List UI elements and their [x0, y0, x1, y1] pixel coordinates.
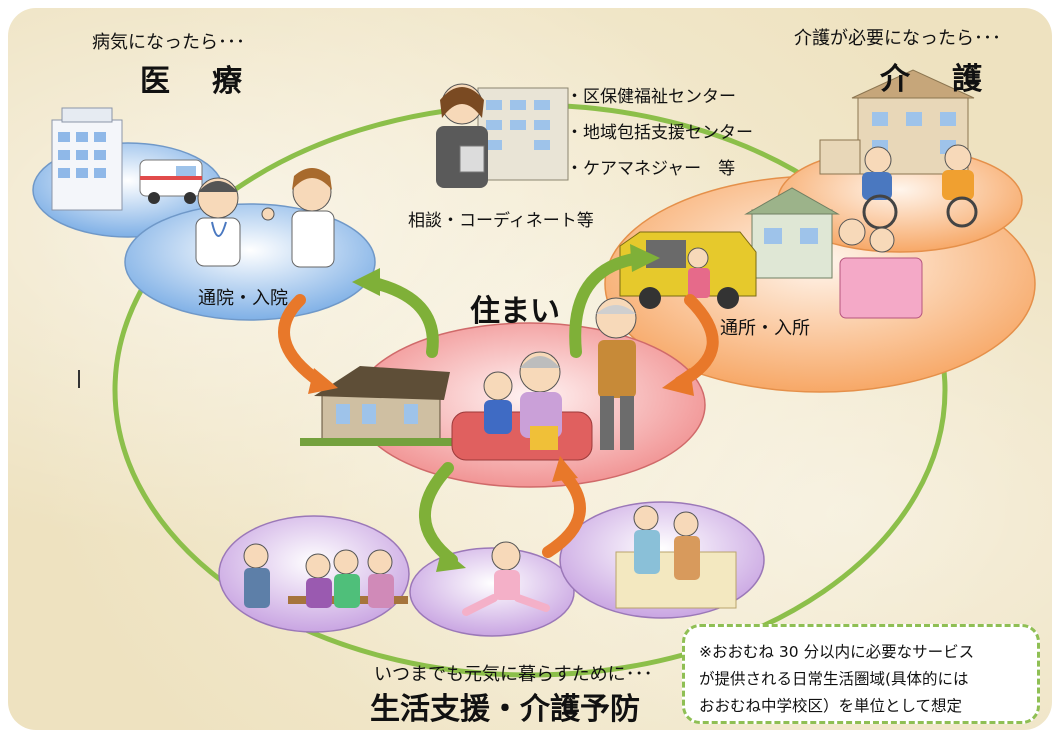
seniors-bench-illustration: [243, 543, 408, 608]
consult-item: ・ケアマネジャー 等: [566, 159, 736, 179]
area-note-line: が提供される日常生活圏域(具体的には: [699, 670, 969, 688]
area-note-line: ※おおむね 30 分以内に必要なサービス: [699, 643, 975, 661]
arrow-medical-to-home: [278, 294, 338, 394]
consult-label: 相談・コーディネート等: [408, 211, 594, 231]
arrow-home-to-care: [569, 244, 660, 358]
support-bubble-center: [409, 547, 575, 637]
hospital-illustration: [51, 107, 123, 211]
daycare-building-illustration: [744, 187, 840, 279]
doctor-illustration: [195, 177, 241, 267]
care-bubble-label: 通所・入所: [720, 318, 810, 339]
consult-item: ・地域包括支援センター: [566, 123, 753, 143]
walking-support-illustration: [615, 505, 737, 609]
livelihood-title: 生活支援・介護予防: [370, 692, 640, 727]
arrow-home-to-medical: [352, 268, 439, 358]
exercise-illustration: [462, 541, 550, 616]
arrow-home-to-support: [419, 462, 466, 572]
grandfather-illustration: [595, 297, 637, 450]
house-illustration: [300, 366, 460, 446]
bath-care-illustration: [838, 218, 923, 319]
family-sofa-illustration: [451, 351, 593, 461]
livelihood-lead: いつまでも元気に暮らすために･･･: [374, 664, 653, 685]
nurse-illustration: [261, 168, 335, 268]
welfare-van-illustration: [619, 231, 757, 309]
area-note: ※おおむね 30 分以内に必要なサービス が提供される日常生活圏域(具体的には …: [682, 624, 1040, 724]
care-title: 介 護: [880, 62, 988, 97]
care-lead: 介護が必要になったら･･･: [794, 28, 1001, 49]
arrow-support-to-home: [542, 456, 586, 558]
consultation-center-illustration: [436, 83, 569, 188]
medical-lead: 病気になったら･･･: [92, 32, 245, 53]
ambulance-illustration: [139, 159, 203, 204]
area-note-line: おおむね中学校区）を単位として想定: [699, 697, 963, 715]
home-title: 住まい: [470, 294, 560, 329]
consult-item: ・区保健福祉センター: [566, 87, 736, 107]
text-cursor: [78, 370, 80, 388]
arrow-care-to-home: [662, 294, 719, 396]
wheelchair-illustration: [862, 144, 978, 230]
medical-title: 医 療: [140, 64, 248, 99]
medical-bubble-label: 通院・入院: [198, 288, 288, 309]
